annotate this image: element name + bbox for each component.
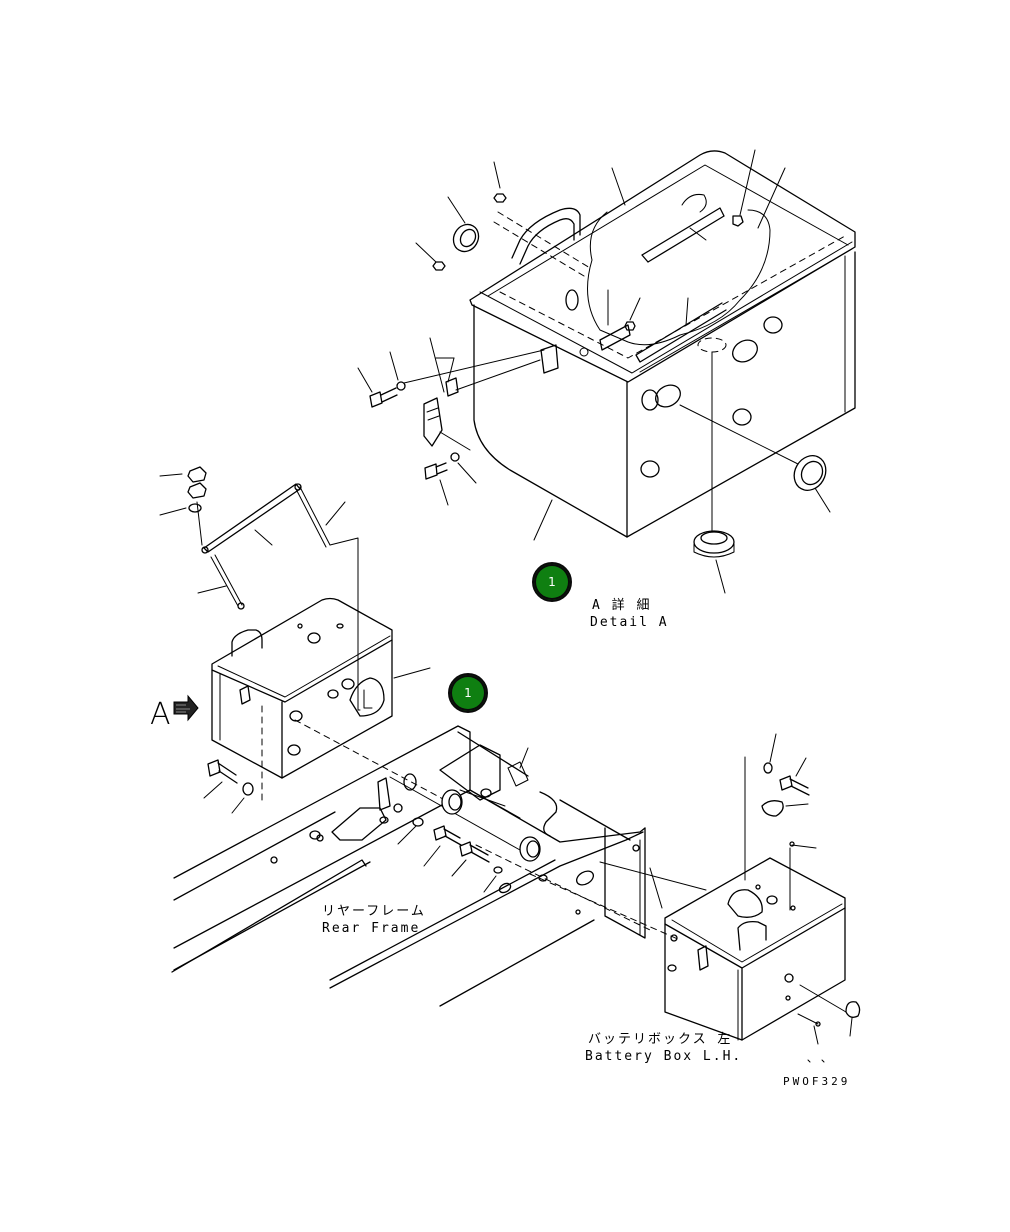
upper-battery-box [211, 597, 431, 801]
callout-1-main[interactable]: 1 [448, 673, 488, 713]
box-mount-bolts [203, 759, 254, 814]
rear-frame [171, 719, 707, 1007]
hold-down-kit [159, 466, 361, 711]
callout-number: 1 [548, 575, 556, 589]
battery-box-lh [649, 733, 861, 1063]
detail-label-jp: A 詳 細 [592, 598, 652, 613]
battery-box-label-jp: バッテリボックス 左 [588, 1032, 733, 1047]
rear-frame-label-en: Rear Frame [322, 921, 421, 936]
callout-1-detail[interactable]: 1 [532, 562, 572, 602]
rear-frame-label-jp: リヤーフレーム [322, 904, 426, 919]
view-marker: A [150, 697, 171, 732]
drawing-code: PWOF329 [783, 1075, 851, 1088]
battery-box-label-en: Battery Box L.H. [585, 1049, 743, 1064]
callout-number: 1 [464, 686, 472, 700]
view-arrow-icon [173, 694, 199, 722]
detail-a-battery-box [357, 149, 856, 594]
detail-label-en: Detail A [590, 615, 669, 630]
